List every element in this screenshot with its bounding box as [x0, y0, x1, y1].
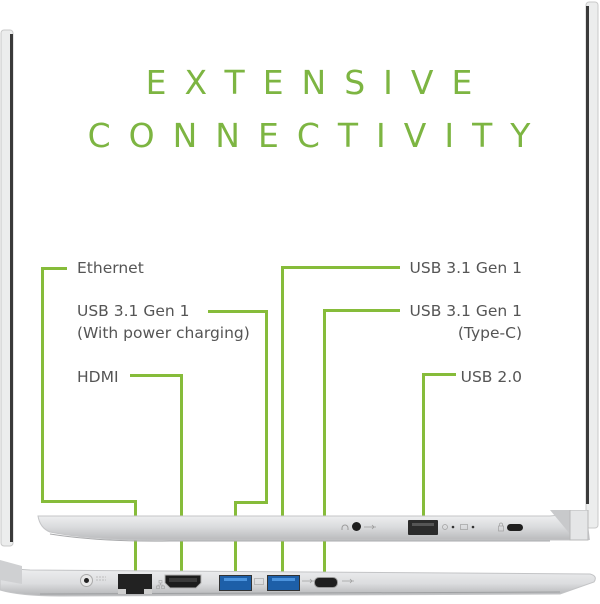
headphone-icon: [341, 524, 349, 530]
ethernet-port[interactable]: [118, 574, 152, 594]
usb-symbol-icon: [364, 524, 376, 530]
hdmi-port[interactable]: [164, 574, 202, 589]
usb-charging-symbol-icon: [254, 578, 264, 585]
laptop-lid-left-edge: [0, 29, 14, 547]
headline-line-2: CONNECTIVITY: [87, 116, 549, 155]
usb-symbol-icon: [342, 578, 354, 584]
callout-hdmi-v: [180, 374, 183, 579]
headline-line-1: EXTENSIVE: [145, 63, 491, 102]
callout-usb31-charging-h1: [208, 310, 268, 313]
dc-power-jack-icon: [96, 576, 106, 581]
callout-usb31-v: [281, 266, 284, 579]
callout-ethernet-h1: [41, 267, 67, 270]
callout-usb31-charging-v1: [265, 310, 268, 504]
label-hdmi: HDMI: [77, 368, 119, 386]
laptop-lid-right-edge: [585, 1, 599, 529]
kensington-lock-icon: [498, 522, 504, 532]
callout-hdmi-h: [130, 374, 183, 377]
callout-ethernet-v1: [41, 267, 44, 502]
laptop-body-right-side: [37, 510, 590, 542]
callout-ethernet-h2: [41, 500, 137, 503]
usb20-port[interactable]: [408, 520, 438, 535]
label-usb31-typec-line2: (Type-C): [457, 324, 522, 342]
network-icon: [156, 580, 165, 589]
usb31-port[interactable]: [267, 575, 300, 591]
battery-led-icon: [460, 524, 475, 530]
callout-usb31-charging-h2: [234, 501, 268, 504]
usb-symbol-icon: [302, 578, 314, 584]
kensington-lock-slot: [507, 524, 523, 531]
label-usb31-typec-line1: USB 3.1 Gen 1: [409, 302, 522, 320]
dc-power-jack[interactable]: [80, 574, 93, 587]
callout-typec-h: [323, 309, 400, 312]
usb31-typec-port[interactable]: [314, 577, 338, 588]
callout-typec-v: [323, 309, 326, 579]
label-usb31-charging-line1: USB 3.1 Gen 1: [77, 302, 190, 320]
callout-usb20-v: [422, 373, 425, 528]
callout-usb20-h: [422, 373, 456, 376]
audio-jack-port[interactable]: [352, 522, 361, 531]
label-usb20: USB 2.0: [460, 368, 522, 386]
power-led-icon: [442, 524, 455, 530]
label-ethernet: Ethernet: [77, 259, 144, 277]
usb31-charging-port[interactable]: [219, 575, 252, 591]
label-usb31-charging-line2: (With power charging): [77, 324, 250, 342]
callout-usb31-h: [281, 266, 400, 269]
label-usb31: USB 3.1 Gen 1: [409, 259, 522, 277]
